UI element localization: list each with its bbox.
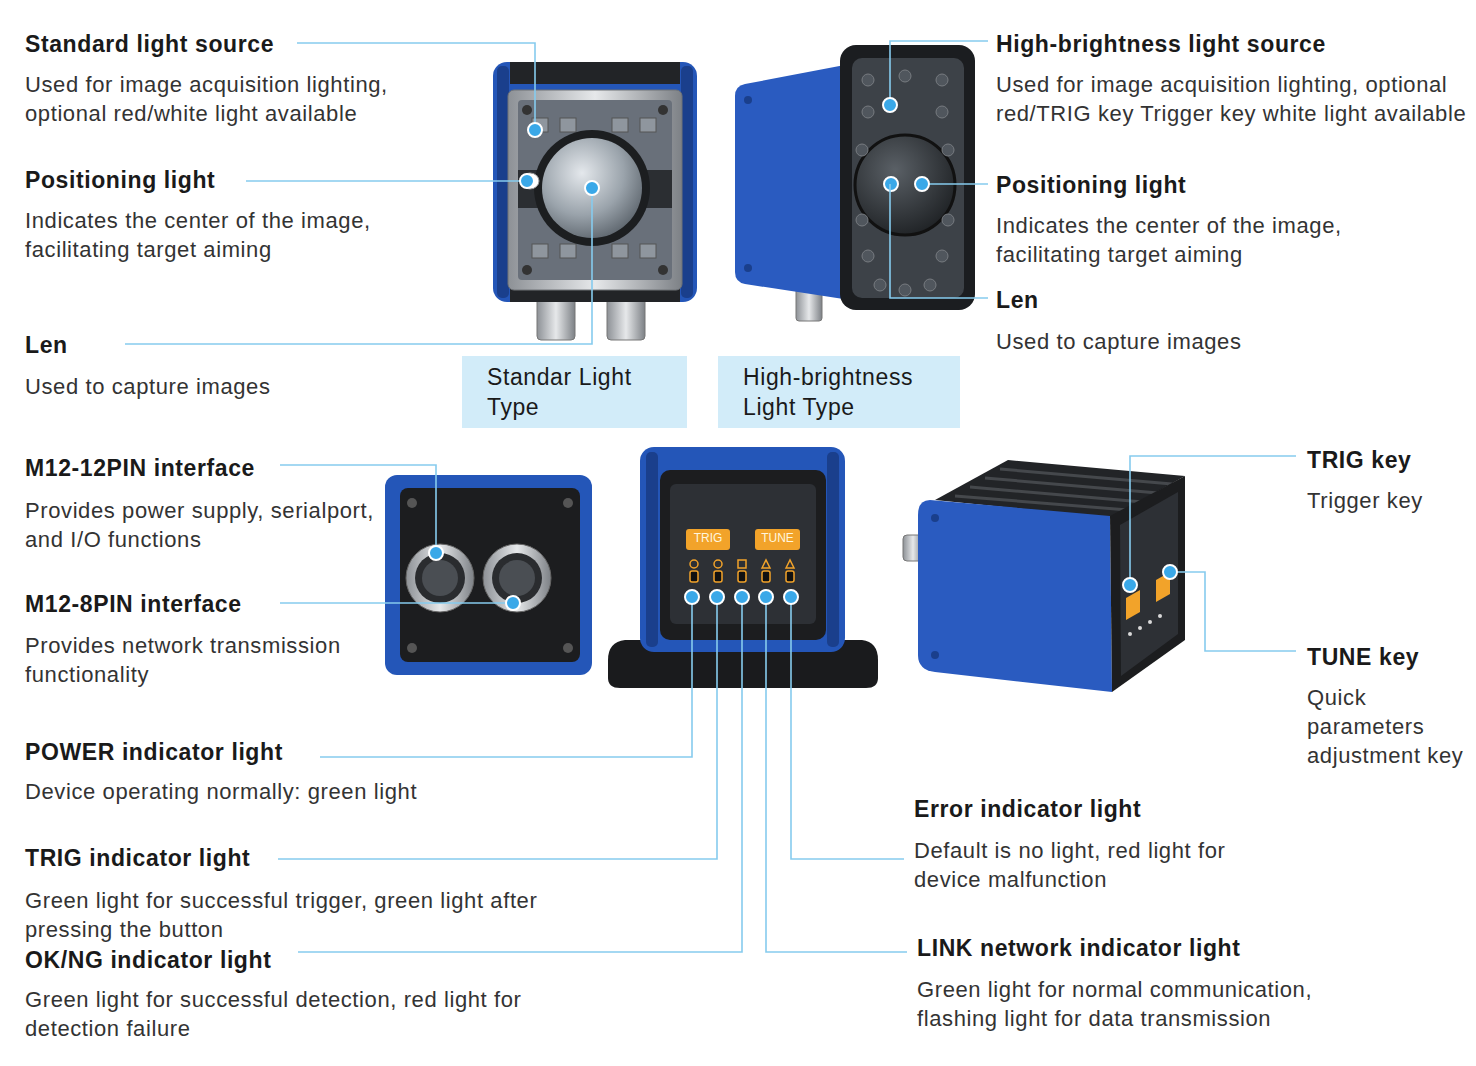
callout-text: Default is no light, red light for devic… — [914, 836, 1254, 894]
leader-dot — [884, 177, 898, 191]
leader-line — [890, 184, 988, 298]
leader-line — [280, 602, 513, 604]
leader-dot — [1123, 578, 1137, 592]
callout-text: Trigger key — [1307, 486, 1467, 515]
leader-dot — [506, 596, 520, 610]
callout-text: Green light for successful detection, re… — [25, 985, 565, 1043]
leader-dot — [759, 590, 773, 604]
key-button: TUNE — [755, 529, 800, 550]
leader-line — [766, 597, 907, 952]
callout-text: Green light for successful trigger, gree… — [25, 886, 625, 944]
callout-title: Positioning light — [25, 166, 215, 195]
callout-title: TUNE key — [1307, 643, 1419, 672]
leader-line — [246, 180, 527, 182]
standard-camera-front — [493, 62, 697, 340]
leader-dot — [915, 177, 929, 191]
callout-text: Provides network transmission functional… — [25, 631, 355, 689]
leader-dot — [585, 181, 599, 195]
leader-dot — [528, 123, 542, 137]
leader-dot — [429, 546, 443, 560]
callout-title: POWER indicator light — [25, 738, 283, 767]
type-band: High-brightness Light Type — [718, 356, 960, 428]
type-label: Standar Light Type — [487, 362, 673, 422]
type-band: Standar Light Type — [462, 356, 687, 428]
callout-text: Device operating normally: green light — [25, 777, 505, 806]
leader-dot — [520, 174, 534, 188]
callout-title: TRIG key — [1307, 446, 1412, 475]
leader-line — [890, 41, 988, 105]
leader-dot — [784, 590, 798, 604]
leader-line — [1130, 456, 1296, 585]
callout-title: TRIG indicator light — [25, 844, 250, 873]
leader-dot — [1163, 565, 1177, 579]
callout-title: LINK network indicator light — [917, 934, 1240, 963]
callout-title: M12-8PIN interface — [25, 590, 242, 619]
camera-perspective — [903, 460, 1185, 692]
callout-text: Used to capture images — [996, 327, 1316, 356]
callout-title: Error indicator light — [914, 795, 1141, 824]
callout-text: Green light for normal communication, fl… — [917, 975, 1367, 1033]
callout-text: Used to capture images — [25, 372, 345, 401]
leader-dot — [735, 590, 749, 604]
leader-line — [278, 597, 717, 859]
callout-title: Len — [25, 331, 68, 360]
camera-top-panel — [608, 447, 878, 688]
key-label: TUNE — [755, 529, 800, 548]
leader-dot — [710, 590, 724, 604]
key-button: TRIG — [686, 529, 730, 550]
callout-title: Standard light source — [25, 30, 274, 59]
callout-title: OK/NG indicator light — [25, 946, 271, 975]
callout-text: Provides power supply, serialport, and I… — [25, 496, 385, 554]
callout-text: Used for image acquisition lighting, opt… — [25, 70, 455, 128]
callout-text: Quick parameters adjustment key — [1307, 683, 1467, 770]
leader-line — [922, 183, 988, 185]
key-label: TRIG — [686, 529, 730, 548]
leader-dot — [685, 590, 699, 604]
camera-rear — [385, 475, 592, 675]
callout-title: High-brightness light source — [996, 30, 1326, 59]
leader-line — [1170, 572, 1296, 651]
callout-title: M12-12PIN interface — [25, 454, 255, 483]
leader-line — [320, 597, 692, 757]
callout-title: Positioning light — [996, 171, 1186, 200]
callout-text: Indicates the center of the image, facil… — [996, 211, 1396, 269]
leader-line — [791, 597, 904, 859]
leader-dot — [883, 98, 897, 112]
callout-text: Indicates the center of the image, facil… — [25, 206, 455, 264]
type-label: High-brightness Light Type — [743, 362, 946, 422]
callout-text: Used for image acquisition lighting, opt… — [996, 70, 1470, 128]
callout-title: Len — [996, 286, 1039, 315]
high-brightness-camera — [735, 45, 975, 321]
